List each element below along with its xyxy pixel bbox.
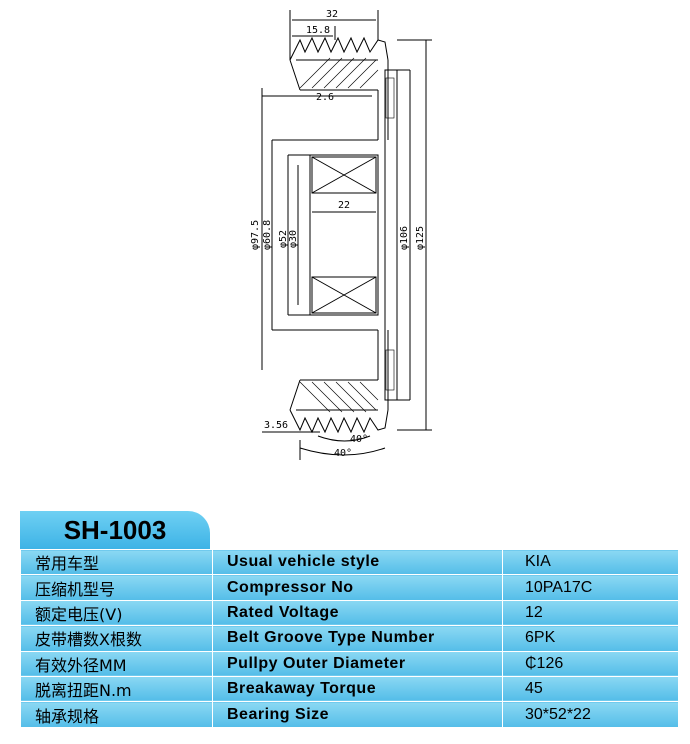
spec-value: 6PK: [502, 625, 679, 652]
spec-label-en: Belt Groove Type Number: [212, 625, 503, 652]
spec-value: 10PA17C: [502, 574, 679, 601]
dim-groove-pitch: 3.56: [264, 420, 288, 431]
spec-value: 12: [502, 599, 679, 627]
dim-d106: φ106: [399, 226, 410, 250]
dim-offset: 2.6: [316, 92, 334, 103]
spec-value: 45: [502, 675, 679, 703]
spec-label-en: Rated Voltage: [212, 599, 503, 627]
dim-bearing-width: 22: [338, 200, 350, 211]
spec-label-cn: 轴承规格: [20, 701, 213, 728]
spec-label-en: Usual vehicle style: [212, 548, 503, 576]
spec-value: KIA: [502, 548, 679, 576]
spec-label-cn: 常用车型: [20, 548, 213, 576]
spec-label-en: Pullpy Outer Diameter: [212, 650, 503, 677]
pulley-drawing: 32 15.8 2.6 22 3.56 40° 40° φ97.5 φ60.8 …: [250, 9, 432, 460]
model-title: SH-1003: [20, 511, 210, 549]
spec-value: ₵126: [502, 650, 679, 677]
dim-angle-inner: 40°: [350, 434, 368, 445]
spec-label-cn: 压缩机型号: [20, 574, 213, 601]
dim-angle-outer: 40°: [334, 448, 352, 459]
spec-label-en: Bearing Size: [212, 701, 503, 728]
spec-label-cn: 有效外径MM: [20, 650, 213, 677]
dim-d30: φ30: [288, 230, 299, 248]
spec-value: 30*52*22: [502, 701, 679, 728]
spec-label-en: Breakaway Torque: [212, 675, 503, 703]
dim-d52: φ52: [278, 230, 289, 248]
dim-total-width: 32: [326, 9, 338, 20]
spec-label-en: Compressor No: [212, 574, 503, 601]
spec-label-cn: 额定电压(V): [20, 599, 213, 627]
dim-d125: φ125: [415, 226, 426, 250]
spec-label-cn: 皮带槽数X根数: [20, 625, 213, 652]
dim-d60: φ60.8: [262, 220, 273, 250]
dim-groove-width: 15.8: [306, 25, 330, 36]
spec-label-cn: 脱离扭距N.m: [20, 675, 213, 703]
dim-d97: φ97.5: [250, 220, 261, 250]
